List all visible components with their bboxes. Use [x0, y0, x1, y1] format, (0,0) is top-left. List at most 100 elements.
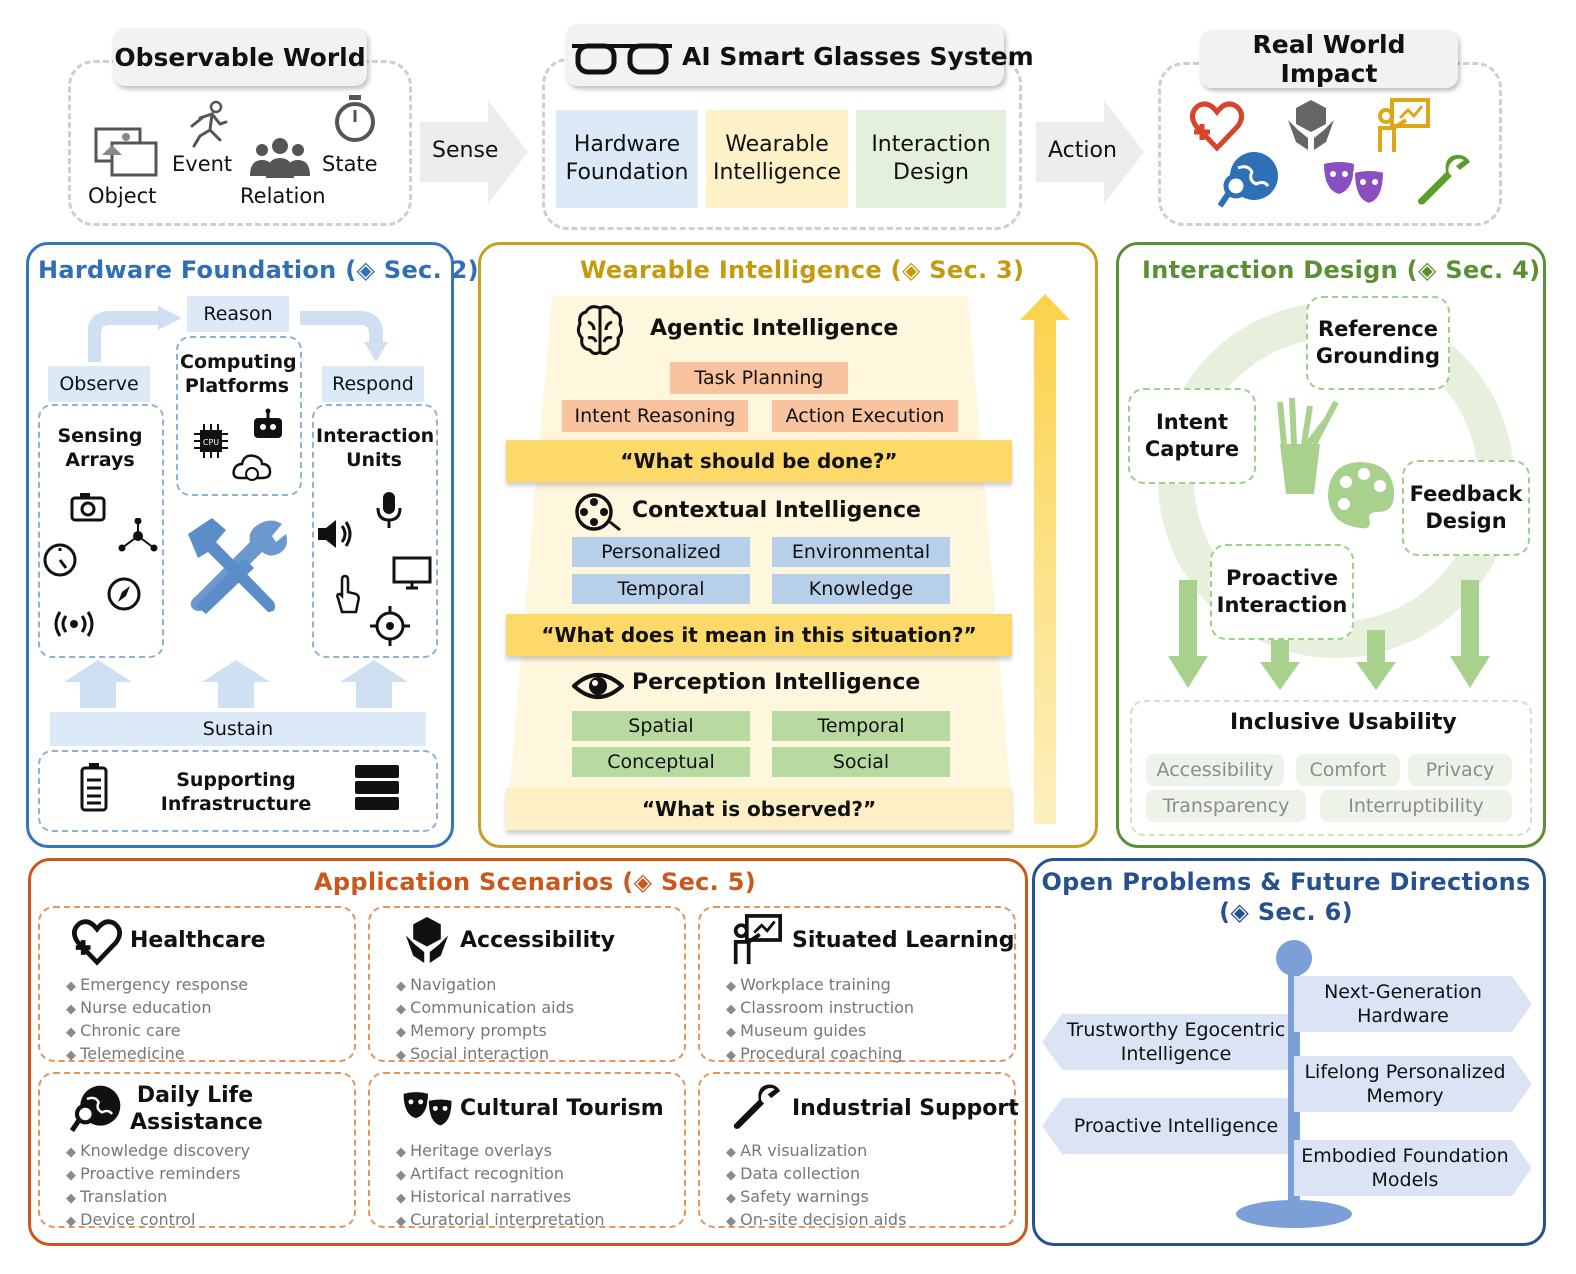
- agentic-question: “What should be done?”: [506, 440, 1012, 482]
- list-item: Museum guides: [726, 1020, 914, 1043]
- app-list-situated-learning: Workplace training Classroom instruction…: [726, 974, 914, 1066]
- film-reel-icon: [575, 493, 621, 532]
- network-nodes-icon: [118, 518, 158, 552]
- stopwatch-icon: [335, 95, 375, 142]
- list-item: Communication aids: [396, 997, 574, 1020]
- list-item: Curatorial interpretation: [396, 1209, 604, 1232]
- observable-item-object: Object: [88, 184, 157, 208]
- list-item: Heritage overlays: [396, 1140, 605, 1163]
- app-list-daily-life: Knowledge discovery Proactive reminders …: [66, 1140, 250, 1232]
- wrench-icon: [733, 1084, 781, 1129]
- teacher-board-icon: [733, 914, 782, 965]
- app-list-cultural-tourism: Heritage overlays Artifact recognition H…: [396, 1140, 605, 1232]
- globe-search-icon: [70, 1085, 121, 1133]
- proactive-interaction-node: Proactive Interaction: [1210, 544, 1354, 640]
- cloud-globe-icon: [232, 454, 272, 481]
- list-item: Data collection: [726, 1163, 906, 1186]
- monitor-icon: [392, 556, 432, 590]
- pencil-cup-icon: [1277, 398, 1339, 494]
- app-title-cultural-tourism: Cultural Tourism: [460, 1096, 664, 1121]
- tag-transparency: Transparency: [1146, 790, 1306, 822]
- hardware-title: Hardware Foundation (◈ Sec. 2): [38, 256, 479, 284]
- touch-pointer-icon: [336, 574, 360, 614]
- list-item: Historical narratives: [396, 1186, 605, 1209]
- image-icon: [94, 127, 158, 177]
- list-item: Artifact recognition: [396, 1163, 605, 1186]
- gauge-icon: [43, 543, 77, 577]
- open-problems-section: (◈ Sec. 6): [1219, 898, 1353, 926]
- tag-personalized: Personalized: [572, 537, 750, 567]
- smart-glasses-title: AI Smart Glasses System: [682, 42, 1034, 71]
- observable-item-relation: Relation: [240, 184, 326, 208]
- list-item: Telemedicine: [66, 1043, 248, 1066]
- tag-privacy: Privacy: [1408, 754, 1512, 786]
- list-item: Classroom instruction: [726, 997, 914, 1020]
- interaction-units-box: [312, 404, 438, 658]
- crosshair-icon: [370, 606, 410, 646]
- respond-label: Respond: [322, 366, 424, 402]
- list-item: Navigation: [396, 974, 574, 997]
- app-title-industrial-support: Industrial Support: [792, 1096, 1019, 1121]
- agentic-title: Agentic Intelligence: [650, 316, 899, 341]
- app-list-accessibility: Navigation Communication aids Memory pro…: [396, 974, 574, 1066]
- tag-accessibility: Accessibility: [1146, 754, 1284, 786]
- app-title-daily-life: Daily Life Assistance: [130, 1083, 263, 1135]
- theater-masks-icon: [1324, 162, 1386, 206]
- sensing-arrays-title: Sensing Arrays: [57, 425, 143, 471]
- open-problems-title: Open Problems & Future Directions: [1041, 868, 1531, 896]
- list-item: Translation: [66, 1186, 250, 1209]
- contextual-question: “What does it mean in this situation?”: [506, 614, 1012, 656]
- contextual-title: Contextual Intelligence: [632, 498, 921, 523]
- app-list-industrial-support: AR visualization Data collection Safety …: [726, 1140, 906, 1232]
- tag-temporal-perception: Temporal: [772, 711, 950, 741]
- tag-social: Social: [772, 747, 950, 777]
- supporting-infrastructure-title: Supporting Infrastructure: [160, 769, 312, 815]
- tag-task-planning: Task Planning: [670, 362, 848, 394]
- future-embodied-models: Embodied Foundation Models: [1301, 1145, 1509, 1191]
- list-item: Device control: [66, 1209, 250, 1232]
- computing-platforms-box: [176, 336, 302, 496]
- future-lifelong-memory: Lifelong Personalized Memory: [1304, 1061, 1506, 1107]
- runner-icon: [190, 100, 228, 148]
- tag-environmental: Environmental: [772, 537, 950, 567]
- tools-icon: [188, 518, 287, 614]
- system-interaction-box: Interaction Design: [856, 110, 1006, 208]
- hands-cube-icon: [1288, 100, 1334, 150]
- theater-masks-icon: [403, 1092, 454, 1128]
- wrench-icon: [1418, 154, 1470, 205]
- heart-plus-icon: [72, 919, 122, 966]
- battery-icon: [80, 763, 108, 812]
- hw-flow-arrow-right: [300, 311, 388, 362]
- system-wearable-box: Wearable Intelligence: [706, 110, 848, 208]
- speaker-icon: [318, 520, 352, 548]
- reason-label: Reason: [187, 296, 289, 332]
- app-title-situated-learning: Situated Learning: [792, 928, 1015, 953]
- list-item: Workplace training: [726, 974, 914, 997]
- teacher-board-icon: [1378, 98, 1430, 152]
- future-next-gen-hardware: Next-Generation Hardware: [1324, 981, 1482, 1027]
- brain-icon: [576, 305, 624, 356]
- palette-icon: [1328, 462, 1394, 529]
- observable-item-event: Event: [172, 152, 233, 176]
- reference-grounding-node: Reference Grounding: [1306, 296, 1450, 390]
- tag-knowledge: Knowledge: [772, 574, 950, 604]
- list-item: Proactive reminders: [66, 1163, 250, 1186]
- glasses-icon: [572, 43, 672, 75]
- sustain-label: Sustain: [50, 712, 426, 746]
- app-list-healthcare: Emergency response Nurse education Chron…: [66, 974, 248, 1066]
- observable-world-title: Observable World: [113, 28, 367, 86]
- inclusive-usability-title: Inclusive Usability: [1230, 710, 1457, 735]
- camera-icon: [70, 493, 106, 522]
- upward-arrow: [1020, 294, 1070, 824]
- globe-search-icon: [1218, 152, 1278, 208]
- intent-capture-node: Intent Capture: [1128, 388, 1256, 484]
- sensing-arrays-box: [38, 404, 164, 658]
- interaction-title: Interaction Design (◈ Sec. 4): [1142, 256, 1541, 284]
- list-item: Chronic care: [66, 1020, 248, 1043]
- hw-flow-arrow-left: [88, 306, 182, 362]
- robot-icon: [254, 408, 282, 438]
- list-item: AR visualization: [726, 1140, 906, 1163]
- list-item: Emergency response: [66, 974, 248, 997]
- signal-icon: [54, 611, 94, 637]
- observe-label: Observe: [48, 366, 150, 402]
